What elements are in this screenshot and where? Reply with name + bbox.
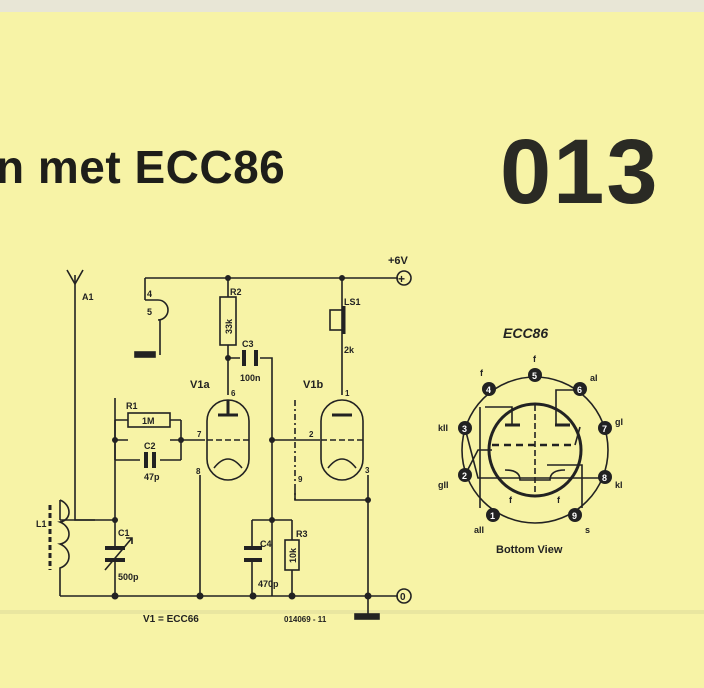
r1-value: 1M [142,416,155,426]
r2-ref: R2 [230,287,242,297]
antenna-icon [66,269,84,286]
pin-label: 2 [309,430,314,439]
ground-terminal [396,588,412,604]
v1b-label: V1b [303,379,323,391]
junction-dots [111,275,372,600]
l1-ref: L1 [36,519,47,529]
scan-top-edge [0,0,704,12]
pin-function-label: aII [474,525,484,535]
pinout-pins [458,368,612,522]
antenna-label: A1 [82,292,94,302]
pin-function-label: gI [615,417,623,427]
tube-type-note: V1 = ECC66 [143,614,199,625]
pin-number: 8 [602,473,607,483]
ground-icon [134,351,156,358]
pin-label: 9 [298,475,303,484]
r3-ref: R3 [296,529,308,539]
pin-function-label: kII [438,423,448,433]
speaker-icon [329,309,343,331]
ls1-value: 2k [344,345,355,355]
r3-value: 10k [288,547,298,563]
tube-v1b [320,399,364,481]
pinout-labels: f f aI kII gI gII kI aII s f f [438,354,623,535]
pin-number: 1 [490,511,495,521]
project-number: 013 [500,121,660,223]
resistor-r1 [127,412,171,428]
c4-value: 470p [258,579,279,589]
resistor-r3 [284,539,300,571]
pin-number: 5 [532,371,537,381]
variable-arrow-icon [104,537,133,571]
pin-label: 7 [197,430,202,439]
c3-value: 100n [240,373,261,383]
pin-label: 1 [345,389,350,398]
pin-number: 2 [462,471,467,481]
c2-ref: C2 [144,441,156,451]
c4-ref: C4 [260,539,272,549]
pin-function-label: kI [615,480,623,490]
c1-value: 500p [118,572,139,582]
coil-l1 [57,499,70,575]
ground-icon [354,613,380,620]
pin-function-label: f [557,495,561,505]
pin-function-label: gII [438,480,449,490]
pin-label: 6 [231,389,236,398]
pin-number: 6 [577,385,582,395]
pin-function-label: f [509,495,513,505]
tube-v1a [206,399,250,481]
jack-pin: 5 [147,307,152,317]
pin-function-label: f [533,354,537,364]
jack-pin: 4 [147,289,152,299]
v1a-label: V1a [190,379,210,391]
pin-function-label: f [480,368,484,378]
pinout-caption: Bottom View [496,544,563,556]
pinout-title: ECC86 [503,325,548,341]
r2-value: 33k [224,318,234,334]
capacitor-plates [105,350,262,562]
ground-label: 0 [400,592,406,603]
pin-function-label: s [585,525,590,535]
supply-label: +6V [388,255,409,267]
resistor-r2 [219,296,237,346]
plus-sign: + [398,272,405,286]
drawing-number: 014069 - 11 [284,615,327,624]
r1-ref: R1 [126,401,138,411]
pin-number: 9 [572,511,577,521]
c3-ref: C3 [242,339,254,349]
c1-ref: C1 [118,528,130,538]
article-title: n met ECC86 [0,141,286,193]
jack-icon [145,299,169,321]
pin-number: 3 [462,424,467,434]
pin-label: 8 [196,467,201,476]
pin-function-label: aI [590,373,598,383]
pin-number: 4 [486,385,491,395]
ecc86-pinout [461,376,609,524]
ls1-ref: LS1 [344,297,361,307]
pin-label: 3 [365,466,370,475]
c2-value: 47p [144,472,160,482]
pin-number: 7 [602,424,607,434]
supply-terminal [396,270,412,286]
paper-fold [0,610,704,614]
